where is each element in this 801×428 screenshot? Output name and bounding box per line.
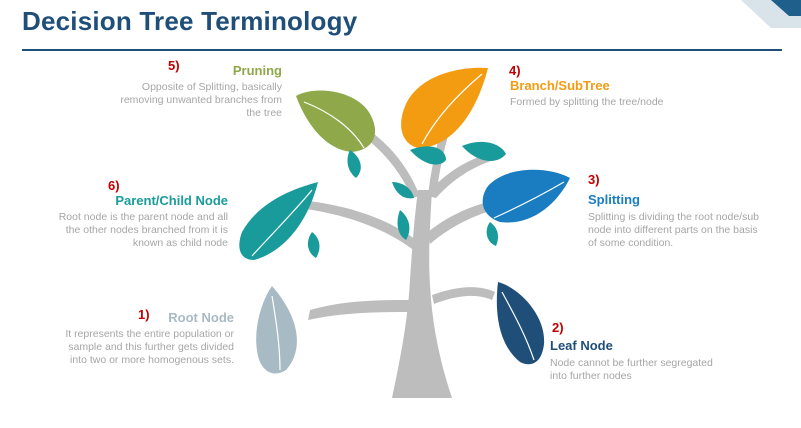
branch-top-left — [350, 120, 420, 198]
page-title: Decision Tree Terminology — [22, 6, 358, 36]
desc-line: the other nodes branched from it is — [65, 224, 228, 236]
root-node-number: 1) — [138, 307, 150, 322]
splitting-number: 3) — [588, 172, 600, 187]
desc-line: Splitting is dividing the root node/sub — [588, 211, 760, 223]
desc-line: It represents the entire population or — [65, 328, 234, 340]
desc-line: Formed by splitting the tree/node — [510, 96, 664, 108]
title-underline — [22, 49, 782, 51]
corner-decoration — [741, 0, 801, 28]
desc-line: the tree — [246, 107, 282, 119]
branch-subtree-description: Formed by splitting the tree/node — [510, 96, 710, 109]
desc-line: known as child node — [132, 237, 228, 249]
root-branch — [308, 300, 414, 320]
branch-top-right2 — [430, 152, 497, 198]
tree-trunk — [392, 190, 452, 398]
branch-right-low — [432, 287, 495, 304]
splitting-description: Splitting is dividing the root node/sub … — [588, 211, 792, 250]
root-node-description: It represents the entire population or s… — [20, 328, 234, 367]
desc-line: Node cannot be further segregated — [550, 357, 713, 369]
leaf-node-description: Node cannot be further segregated into f… — [550, 357, 750, 383]
leaf-parent-child — [239, 182, 318, 260]
desc-line: Opposite of Splitting, basically — [141, 81, 282, 93]
pruning-number: 5) — [168, 58, 180, 73]
branch-subtree-heading: Branch/SubTree — [510, 78, 610, 93]
pruning-description: Opposite of Splitting, basically removin… — [90, 81, 282, 120]
parent-child-description: Root node is the parent node and all the… — [26, 211, 228, 250]
parent-child-number: 6) — [108, 178, 120, 193]
leaf-root-node — [256, 286, 297, 374]
desc-line: node into different parts on the basis — [588, 224, 758, 236]
parent-child-heading: Parent/Child Node — [115, 193, 228, 208]
leaf-node-heading: Leaf Node — [550, 338, 613, 353]
desc-line: sample and this further gets divided — [68, 341, 234, 353]
leaf-branch-subtree — [401, 67, 488, 148]
splitting-heading: Splitting — [588, 192, 640, 207]
leaf-splitting — [482, 169, 570, 223]
leaf-leaf-node — [496, 282, 545, 365]
desc-line: removing unwanted branches from — [120, 94, 282, 106]
desc-line: into further nodes — [550, 370, 632, 382]
branch-subtree-number: 4) — [509, 63, 521, 78]
leaf-node-number: 2) — [552, 320, 564, 335]
leaf-pruning — [296, 90, 376, 152]
desc-line: Root node is the parent node and all — [58, 211, 228, 223]
desc-line: of some condition. — [588, 237, 674, 249]
root-node-heading: Root Node — [168, 310, 234, 325]
pruning-heading: Pruning — [232, 63, 282, 78]
desc-line: into two or more homogenous sets. — [69, 354, 234, 366]
small-leaves — [307, 141, 506, 258]
